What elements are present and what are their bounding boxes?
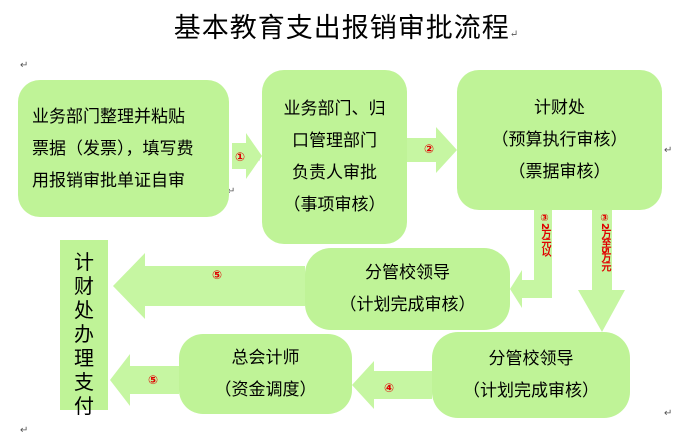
arrow-5b <box>110 354 179 406</box>
step-label-3b: ③2万至5万元 <box>599 213 610 271</box>
page-title: 基本教育支出报销审批流程↵ <box>173 13 520 44</box>
node-text: 用报销审批单证自审 <box>32 170 185 191</box>
node-text: （预算执行审核） <box>491 130 628 150</box>
step-label-2: ② <box>424 142 435 156</box>
arrow-5a <box>113 253 305 319</box>
step-label-1: ① <box>235 150 246 164</box>
return-mark: ↵ <box>664 145 673 156</box>
node-text: 负责人审批 <box>292 163 377 183</box>
node-text: 口管理部门 <box>292 131 377 151</box>
node-finance: 计财处 （预算执行审核） （票据审核） <box>457 70 662 210</box>
pay-char: 办 <box>74 322 94 346</box>
step-label-5b: ⑤ <box>148 373 159 387</box>
arrow-2 <box>407 127 457 173</box>
node-chief-accountant: 总会计师 （资金调度） <box>179 334 352 414</box>
arrow-3a <box>510 210 552 308</box>
node-text: （资金调度） <box>214 380 317 400</box>
node-text: 计财处 <box>534 98 585 118</box>
node-dept-head: 业务部门、归 口管理部门 负责人审批 （事项审核） <box>262 70 407 244</box>
pay-char: 付 <box>74 394 94 418</box>
return-mark: ↵ <box>20 425 29 436</box>
node-vp-small: 分管校领导 （计划完成审核） <box>305 248 510 330</box>
node-pay: 计 财 处 办 理 支 付 <box>60 240 108 418</box>
node-text: 业务部门整理并粘贴 <box>32 106 185 127</box>
node-vp-large: 分管校领导 （计划完成审核） <box>432 332 630 418</box>
step-label-4: ④ <box>384 381 395 395</box>
pay-char: 财 <box>74 274 94 298</box>
node-text: 分管校领导 <box>365 263 450 283</box>
node-text: 总会计师 <box>231 348 300 368</box>
step-label-3a: ③2万元以 <box>539 213 550 256</box>
step-label-5a: ⑤ <box>212 268 223 282</box>
node-text: （票据审核） <box>508 162 611 182</box>
arrow-3b <box>578 210 625 332</box>
arrow-1 <box>232 133 262 179</box>
pay-char: 理 <box>74 346 94 370</box>
node-text: 票据（发票），填写费 <box>32 138 194 159</box>
node-dept-prepare: 业务部门整理并粘贴 票据（发票），填写费 用报销审批单证自审 <box>18 80 229 217</box>
return-mark: ↵ <box>20 60 29 71</box>
pay-char: 处 <box>74 298 94 322</box>
pay-char: 计 <box>74 250 94 274</box>
arrow-4 <box>352 361 432 409</box>
node-text: （事项审核） <box>283 195 386 215</box>
node-text: （计划完成审核） <box>463 381 599 401</box>
pay-char: 支 <box>74 370 94 394</box>
return-mark: ↵ <box>227 186 236 197</box>
return-mark: ↵ <box>664 408 673 419</box>
node-text: 业务部门、归 <box>283 99 386 119</box>
node-text: （计划完成审核） <box>339 295 476 315</box>
node-text: 分管校领导 <box>488 349 574 369</box>
